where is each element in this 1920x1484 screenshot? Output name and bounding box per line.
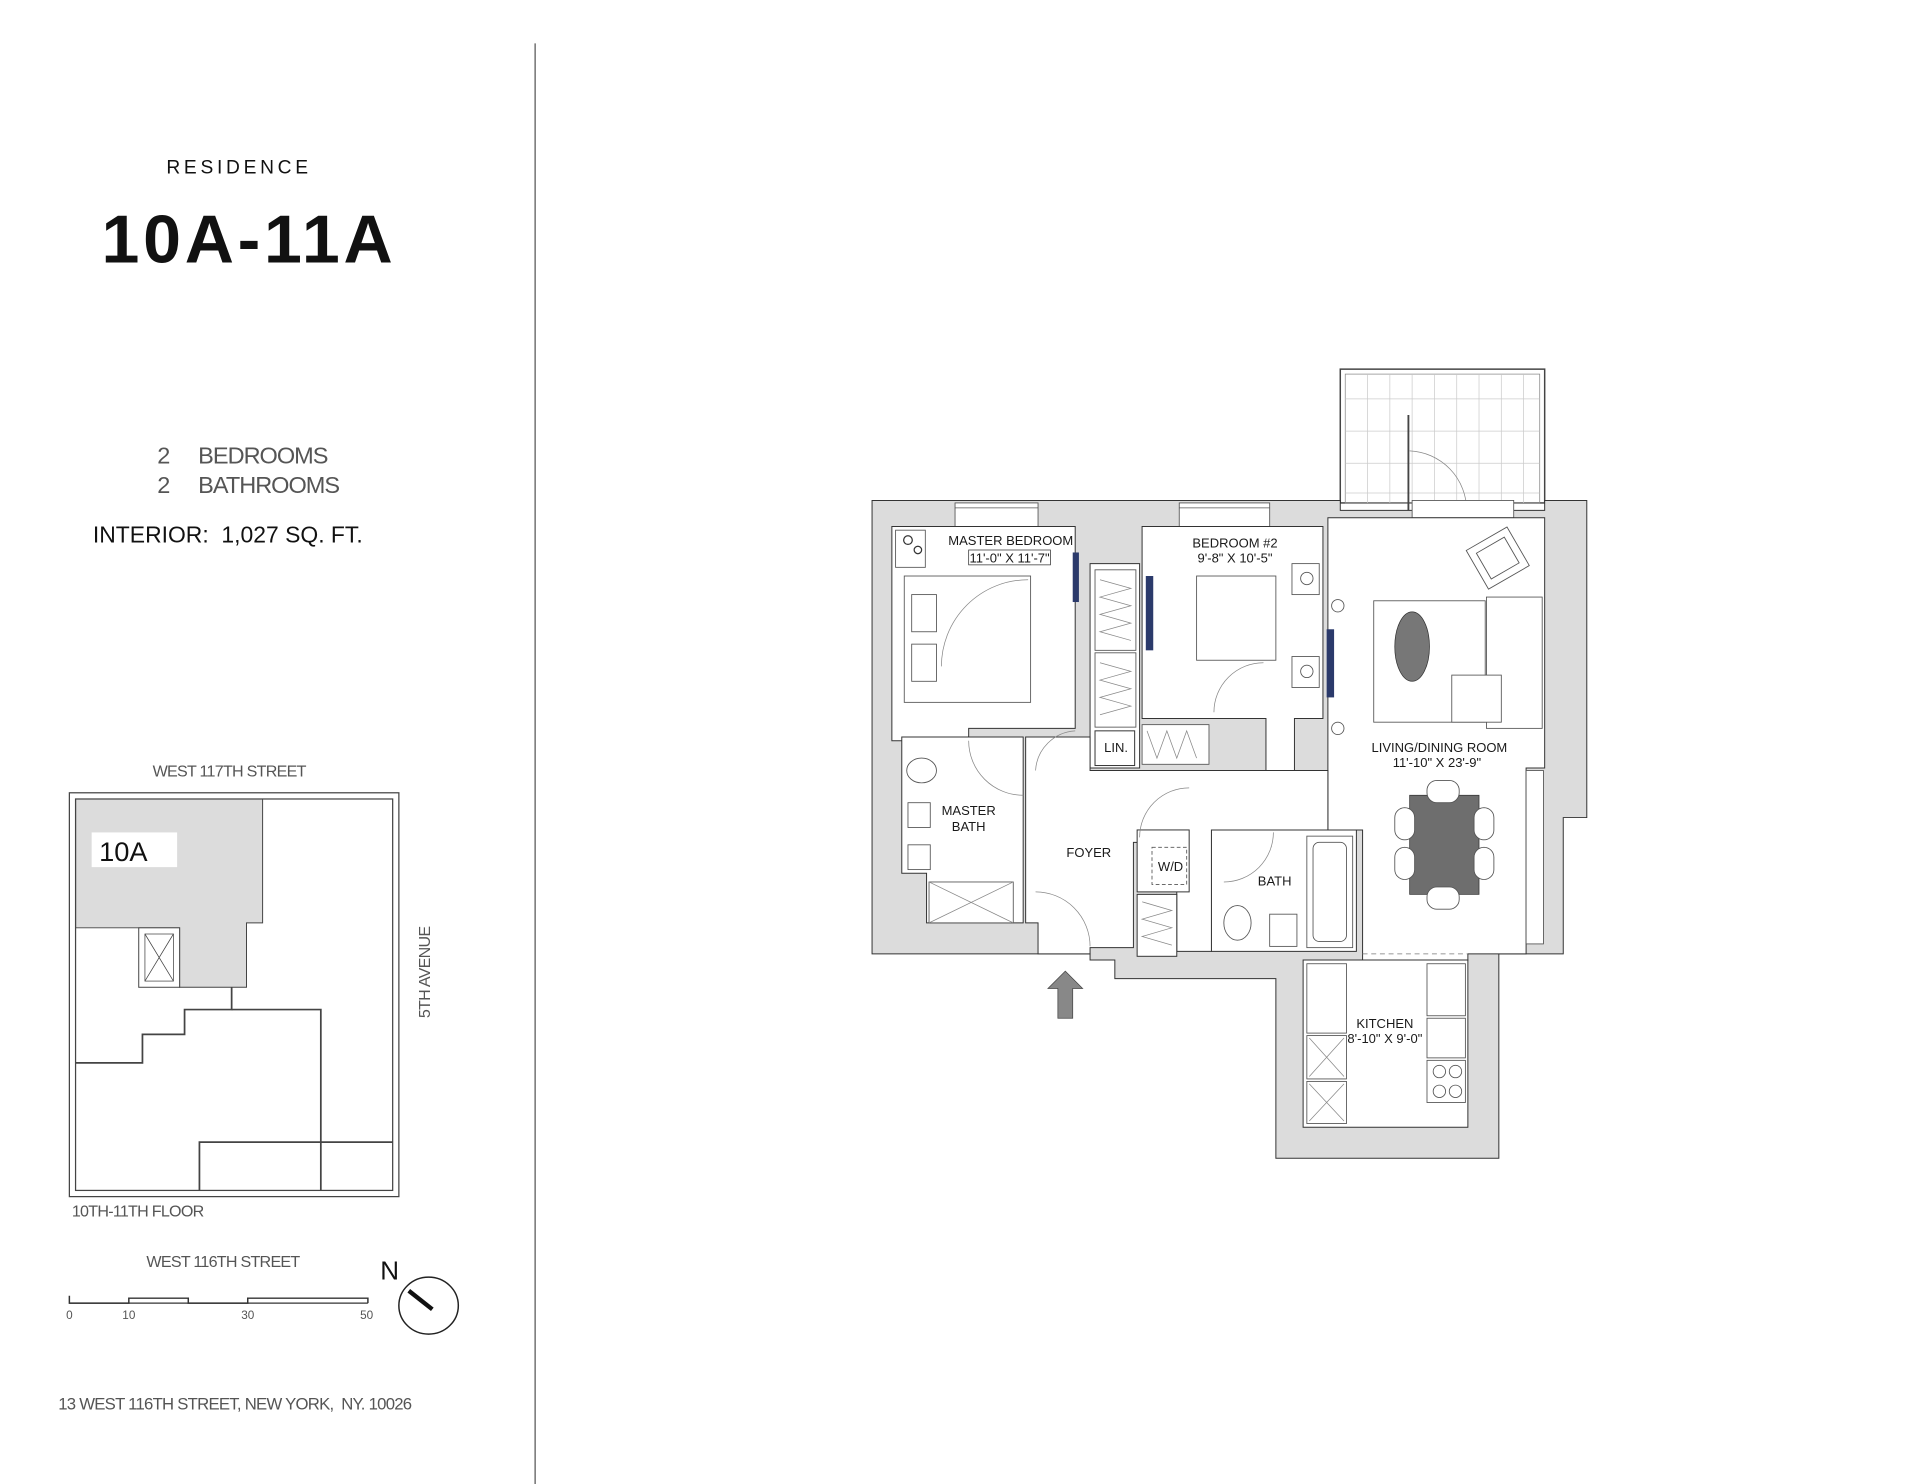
bedroom-2-label: BEDROOM #2 bbox=[1192, 536, 1277, 551]
scale-tick-30: 30 bbox=[241, 1309, 255, 1322]
north-arrow-icon: N bbox=[380, 1256, 460, 1335]
room-summary: 2 BEDROOMS 2 BATHROOMS INTERIOR: 1,027 S… bbox=[93, 442, 363, 547]
balcony bbox=[1339, 368, 1546, 516]
bedrooms-count: 2 bbox=[157, 442, 170, 468]
north-label: N bbox=[380, 1256, 399, 1286]
scale-tick-0: 0 bbox=[66, 1309, 73, 1322]
dining-table bbox=[1409, 794, 1480, 895]
master-bath bbox=[901, 736, 1024, 924]
kitchen-label: KITCHEN bbox=[1356, 1016, 1413, 1031]
linen-label: LIN. bbox=[1104, 740, 1128, 755]
floor-label: 10TH-11TH FLOOR bbox=[72, 1202, 204, 1220]
bathrooms-count: 2 bbox=[157, 472, 170, 498]
bedroom-2-bed bbox=[1196, 575, 1277, 661]
building-address: 13 WEST 116TH STREET, NEW YORK, NY. 1002… bbox=[58, 1395, 412, 1414]
master-bedroom-dims: 11'-0" X 11'-7" bbox=[969, 550, 1050, 565]
key-plan: WEST 117TH STREET 10A 5TH AVENUE 10TH-11… bbox=[68, 763, 434, 1271]
south-street-label: WEST 116TH STREET bbox=[146, 1253, 300, 1271]
bedroom-2-dims: 9'-8" X 10'-5" bbox=[1198, 550, 1273, 565]
master-bedroom-label: MASTER BEDROOM bbox=[948, 533, 1073, 548]
living-dining-dims: 11'-10" X 23'-9" bbox=[1393, 755, 1482, 770]
master-bath-label-2: BATH bbox=[952, 819, 986, 834]
scale-tick-10: 10 bbox=[122, 1309, 136, 1322]
tv-icon bbox=[1072, 552, 1079, 603]
interior-area: INTERIOR: 1,027 SQ. FT. bbox=[93, 522, 363, 548]
master-bath-label-1: MASTER bbox=[942, 803, 996, 818]
unit-highlight-label: 10A bbox=[99, 836, 148, 867]
bedrooms-label: BEDROOMS bbox=[198, 442, 328, 468]
north-street-label: WEST 117TH STREET bbox=[153, 763, 307, 781]
kitchen-dims: 8'-10" X 9'-0" bbox=[1347, 1031, 1422, 1046]
scale-bar: 0 10 30 50 bbox=[66, 1295, 374, 1322]
residence-title: 10A-11A bbox=[102, 202, 397, 278]
bathrooms-label: BATHROOMS bbox=[198, 472, 339, 498]
unit-floor-plan: MASTER BEDROOM 11'-0" X 11'-7" BEDROOM #… bbox=[871, 368, 1588, 1159]
foyer-label: FOYER bbox=[1066, 845, 1111, 860]
entry-arrow-icon bbox=[1047, 970, 1084, 1019]
residence-eyebrow: RESIDENCE bbox=[166, 157, 311, 178]
tv-icon bbox=[1326, 629, 1335, 698]
east-street-label: 5TH AVENUE bbox=[416, 926, 434, 1019]
bath-label: BATH bbox=[1258, 874, 1292, 889]
tv-icon bbox=[1145, 576, 1154, 651]
coffee-table bbox=[1394, 611, 1430, 682]
washer-dryer-label: W/D bbox=[1158, 859, 1183, 874]
linen-closet bbox=[1094, 730, 1136, 767]
living-dining-label: LIVING/DINING ROOM bbox=[1371, 740, 1507, 755]
scale-tick-50: 50 bbox=[360, 1309, 374, 1322]
